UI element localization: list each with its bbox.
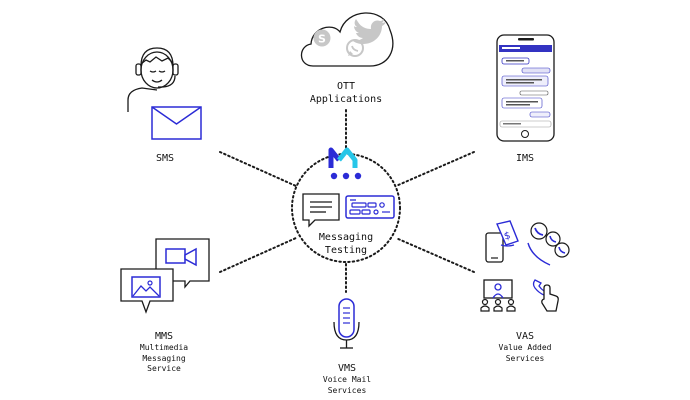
image-icon: [120, 268, 174, 314]
ims-title: IMS: [515, 153, 535, 164]
vms-title: VMS: [337, 363, 357, 374]
envelope-icon: [151, 106, 202, 140]
mms-sub-line1: Multimedia: [139, 343, 189, 352]
connector-sms: [219, 151, 297, 187]
mms-label: MMS Multimedia Messaging Service: [140, 330, 188, 375]
vms-sub-line2: Services: [327, 385, 367, 395]
skype-icon: S: [313, 29, 331, 47]
mms-sub-line2: Messaging: [142, 353, 186, 363]
connector-mms: [219, 237, 297, 273]
mms-title: MMS: [154, 331, 174, 342]
mobile-payment-icon: $: [485, 220, 519, 263]
svg-text:S: S: [318, 33, 326, 46]
ott-label: OTT Applications: [310, 80, 382, 106]
ott-title-line1: OTT: [336, 81, 356, 92]
chat-bubble-icon: [302, 193, 340, 228]
whatsapp-icon: [346, 39, 364, 57]
connector-vas: [395, 237, 475, 273]
center-line2: Testing: [324, 245, 368, 256]
vas-sub-line1: Value Added: [498, 343, 552, 352]
center-line1: Messaging: [318, 232, 374, 243]
sms-title: SMS: [155, 153, 175, 164]
connector-ims: [395, 151, 475, 187]
touch-phone-icon: [532, 279, 559, 312]
vms-sub-line1: Voice Mail: [322, 375, 372, 384]
ims-label: IMS: [516, 152, 534, 165]
sms-label: SMS: [156, 152, 174, 165]
vas-title: VAS: [515, 331, 535, 342]
cloud-icon: [300, 12, 394, 67]
svg-text:$: $: [503, 230, 512, 242]
agent-headset-icon: [127, 47, 179, 112]
vas-label: VAS Value Added Services: [499, 330, 552, 364]
twitter-icon: [353, 19, 386, 44]
brand-logo-icon: [328, 147, 362, 180]
ott-title-line2: Applications: [309, 94, 383, 105]
vms-label: VMS Voice Mail Services: [323, 362, 371, 396]
mms-sub-line3: Service: [147, 364, 181, 373]
network-device-icon: [345, 195, 395, 219]
presentation-icon: [480, 279, 516, 312]
microphone-icon: [333, 298, 360, 349]
center-label: Messaging Testing: [319, 231, 373, 257]
phone-call-icon: [527, 222, 570, 266]
vas-sub-line2: Services: [505, 353, 545, 363]
smartphone-icon: [496, 34, 555, 142]
